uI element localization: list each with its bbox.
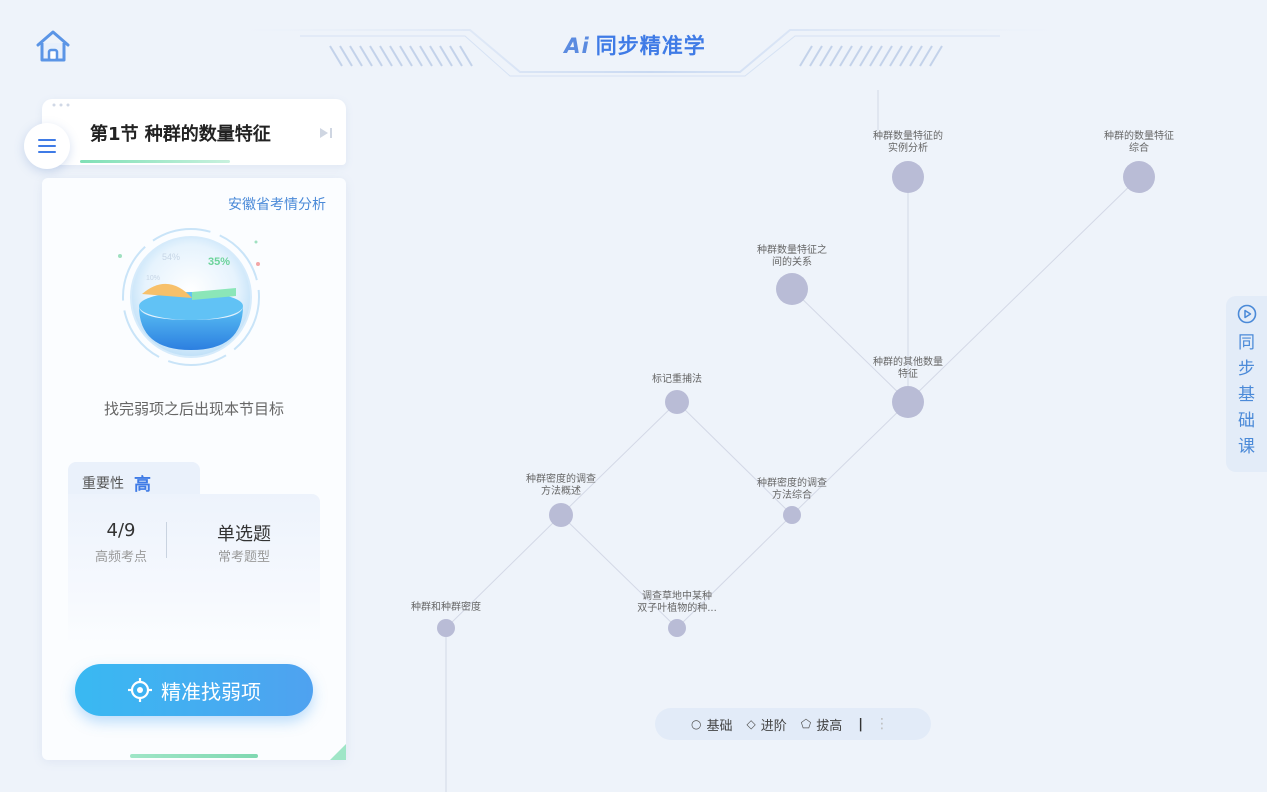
node-label-line: 方法概述 (541, 486, 581, 497)
graph-edge (791, 288, 909, 403)
side-tab-char: 基 (1238, 385, 1255, 405)
header-decoration (240, 29, 1060, 77)
title-text: 同步精准学 (595, 34, 706, 58)
skip-next-icon[interactable] (318, 126, 334, 140)
legend-separator: | (858, 716, 863, 732)
region-analysis-link[interactable]: 安徽省考情分析 (228, 197, 326, 213)
node-n4[interactable] (892, 386, 924, 418)
high-freq-label: 高频考点 (94, 550, 147, 565)
node-label-n3: 种群数量特征之 间的关系 (737, 245, 847, 269)
difficulty-legend: ○ 基础 ◇ 进阶 ⬠ 拔高 | ⋮ (655, 708, 931, 740)
node-n6[interactable] (549, 503, 573, 527)
legend-basic[interactable]: ○ 基础 (691, 715, 733, 734)
node-n1[interactable] (892, 161, 924, 193)
chapter-title: 第1节 种群的数量特征 (90, 124, 271, 145)
node-label-line: 种群密度的调查 (526, 474, 596, 485)
find-weakness-button[interactable]: 精准找弱项 (75, 664, 313, 716)
node-label-line: 种群的数量特征 (1104, 131, 1174, 142)
node-label-line: 种群数量特征的 (873, 131, 943, 142)
node-label-line: 种群和种群密度 (411, 602, 481, 613)
importance-label: 重要性 (82, 476, 124, 492)
node-label-n5: 标记重捕法 (622, 374, 732, 386)
node-label-line: 标记重捕法 (652, 374, 702, 385)
corner-accent (330, 744, 346, 760)
globe-percent-3: 10% (146, 275, 160, 282)
node-label-line: 间的关系 (772, 257, 812, 268)
stat-divider (166, 522, 167, 558)
legend-advanced-label: 进阶 (760, 718, 787, 734)
legend-expert-label: 拔高 (816, 718, 843, 734)
find-weakness-label: 精准找弱项 (161, 679, 261, 704)
chapter-card[interactable] (42, 99, 346, 165)
node-label-line: 实例分析 (888, 143, 928, 154)
graph-edge (791, 401, 909, 516)
legend-expert[interactable]: ⬠ 拔高 (801, 715, 842, 734)
importance-box (68, 494, 320, 644)
graph-nodes (437, 161, 1155, 637)
node-label-n9: 调查草地中某种 双子叶植物的种... (622, 591, 732, 615)
circle-icon: ○ (691, 717, 702, 731)
node-label-n6: 种群密度的调查 方法概述 (506, 474, 616, 498)
graph-edges (445, 90, 1140, 792)
node-label-n1: 种群数量特征的 实例分析 (853, 131, 963, 155)
node-label-line: 种群的其他数量 (873, 357, 943, 368)
exam-analysis-globe: 54% 35% 10% (118, 228, 260, 366)
question-type-label: 常考题型 (217, 550, 270, 565)
node-label-line: 双子叶植物的种... (637, 603, 717, 614)
diamond-icon: ◇ (746, 717, 756, 731)
pentagon-icon: ⬠ (800, 717, 812, 731)
home-icon[interactable] (34, 28, 72, 64)
node-label-line: 种群密度的调查 (757, 478, 827, 489)
more-options-icon[interactable]: ⋮ (874, 716, 889, 732)
node-n7[interactable] (783, 506, 801, 524)
goal-text: 找完弱项之后出现本节目标 (103, 400, 284, 418)
side-tab-char: 步 (1238, 359, 1255, 379)
bottom-accent-bar (130, 754, 258, 758)
dots-decoration (52, 103, 70, 107)
sync-basic-course-tab[interactable]: 同 步 基 础 课 (1226, 296, 1267, 472)
node-label-n8: 种群和种群密度 (391, 602, 501, 614)
legend-basic-label: 基础 (706, 718, 733, 734)
globe-percent-1: 54% (162, 252, 180, 262)
node-label-n2: 种群的数量特征 综合 (1084, 131, 1194, 155)
node-label-line: 调查草地中某种 (642, 591, 712, 602)
chapter-underline (80, 160, 230, 163)
menu-button[interactable] (24, 123, 70, 169)
node-n5[interactable] (665, 390, 689, 414)
graph-edge (445, 514, 562, 629)
globe-percent-2: 35% (208, 256, 230, 268)
node-n8[interactable] (437, 619, 455, 637)
side-tab-char: 课 (1238, 437, 1255, 457)
node-label-line: 方法综合 (772, 490, 812, 501)
side-tab-char: 础 (1238, 411, 1255, 431)
graph-edge (560, 401, 678, 516)
side-tab-char: 同 (1238, 333, 1255, 353)
legend-advanced[interactable]: ◇ 进阶 (747, 715, 787, 734)
graph-edge (676, 401, 793, 516)
node-label-line: 综合 (1129, 143, 1149, 154)
importance-value: 高 (134, 475, 151, 495)
high-freq-count: 4/9 (106, 520, 136, 541)
node-n2[interactable] (1123, 161, 1155, 193)
node-label-line: 特征 (898, 369, 918, 380)
graph-edge (907, 176, 1140, 403)
question-type-value: 单选题 (217, 524, 271, 545)
menu-icon (38, 139, 56, 153)
graph-edge (676, 514, 793, 629)
knowledge-graph (437, 90, 1155, 792)
target-icon (128, 678, 152, 702)
node-n9[interactable] (668, 619, 686, 637)
importance-tab (68, 462, 200, 498)
title-ai-prefix: Ai (564, 34, 590, 58)
node-label-n4: 种群的其他数量 特征 (853, 357, 963, 381)
graph-edge (560, 514, 678, 629)
play-circle-icon (1237, 304, 1256, 324)
node-label-n7: 种群密度的调查 方法综合 (737, 478, 847, 502)
node-n3[interactable] (776, 273, 808, 305)
node-label-line: 种群数量特征之 (757, 245, 827, 256)
